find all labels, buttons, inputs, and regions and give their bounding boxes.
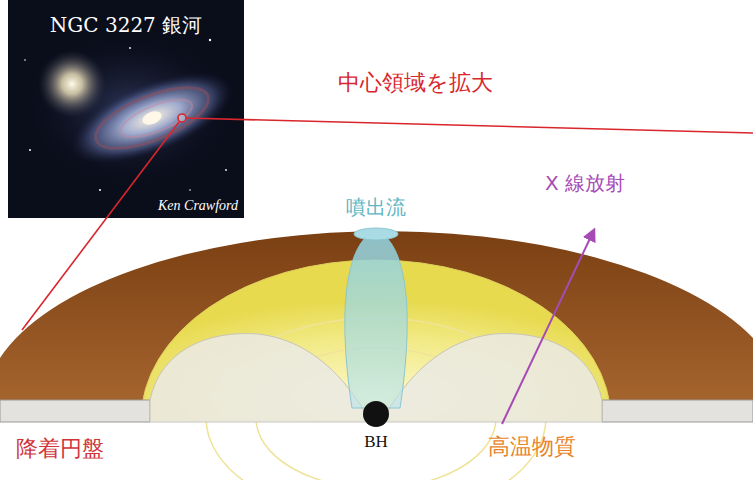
blackhole-label: BH	[364, 432, 388, 452]
zoom-caption: 中心領域を拡大	[338, 70, 493, 95]
galaxy-photo	[8, 0, 244, 218]
hot-matter-label: 高温物質	[488, 434, 576, 459]
zoom-lines	[22, 114, 753, 330]
galaxy-name: NGC 3227 銀河	[50, 14, 202, 37]
accretion-disk	[0, 228, 753, 480]
photo-panel: NGC 3227 銀河 Ken Crawford	[8, 0, 244, 218]
disk-label: 降着円盤	[16, 436, 104, 461]
jet-label: 噴出流	[346, 196, 406, 219]
photo-credit: Ken Crawford	[158, 198, 238, 214]
xray-label: X 線放射	[545, 172, 625, 195]
